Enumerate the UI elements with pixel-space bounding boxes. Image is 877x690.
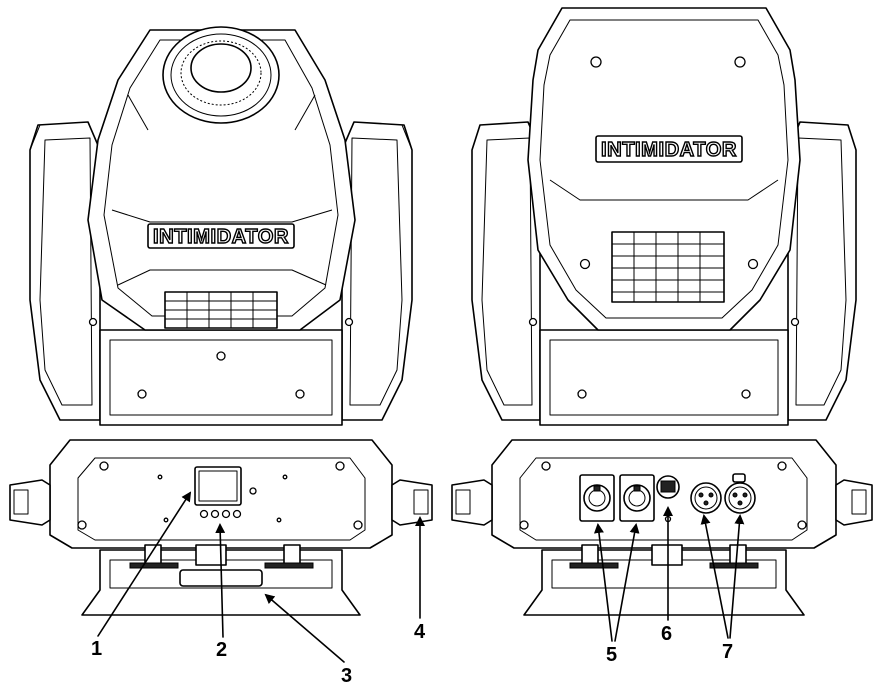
- power-out-connector: [619, 474, 655, 522]
- rear-view: INTIMIDATOR: [451, 7, 873, 616]
- rear-brand-plate: INTIMIDATOR: [595, 135, 743, 163]
- front-view: INTIMIDATOR: [9, 26, 433, 616]
- front-indicator: [249, 487, 257, 495]
- callout-label-6: 6: [661, 623, 672, 645]
- front-yoke-right-arm: [341, 121, 413, 421]
- callout-label-7: 7: [722, 641, 733, 663]
- leader-5a: [593, 523, 613, 642]
- callout-leaders: [97, 491, 745, 663]
- front-yoke-left-arm: [29, 121, 101, 421]
- rear-moving-head: [527, 7, 801, 331]
- power-in-connector: [579, 474, 615, 522]
- rear-vent-grille: [611, 231, 725, 303]
- front-brand-text: INTIMIDATOR: [153, 226, 289, 248]
- front-control-buttons: [199, 509, 242, 519]
- leader-7a: [700, 514, 729, 639]
- front-brand-plate: INTIMIDATOR: [147, 223, 295, 249]
- rear-brand-text: INTIMIDATOR: [601, 139, 737, 161]
- front-vent-grille: [164, 291, 278, 329]
- rear-yoke-crossbar: [528, 317, 800, 426]
- callout-label-4: 4: [414, 621, 426, 643]
- rear-handle-right: [835, 479, 873, 526]
- callout-label-2: 2: [216, 639, 227, 661]
- front-handle-right: [391, 479, 433, 526]
- leader-7b: [729, 514, 745, 639]
- leader-5b: [614, 523, 640, 642]
- front-lens: [162, 26, 280, 124]
- front-handle-left: [9, 479, 51, 526]
- leader-3: [264, 593, 345, 663]
- rear-mounting-feet: [523, 544, 805, 616]
- front-yoke-crossbar: [88, 317, 354, 426]
- front-lcd-display: [194, 466, 242, 506]
- callout-label-3: 3: [341, 665, 352, 687]
- callout-labels: 1 2 3 4 5 6 7: [91, 621, 733, 687]
- dmx-in-connector: [690, 482, 722, 514]
- dmx-out-connector: [724, 473, 756, 514]
- front-moving-head: [87, 29, 356, 331]
- rear-handle-left: [451, 479, 493, 526]
- callout-label-1: 1: [91, 638, 102, 660]
- leader-1: [97, 491, 192, 637]
- leader-2: [215, 523, 226, 638]
- callout-label-5: 5: [606, 644, 617, 666]
